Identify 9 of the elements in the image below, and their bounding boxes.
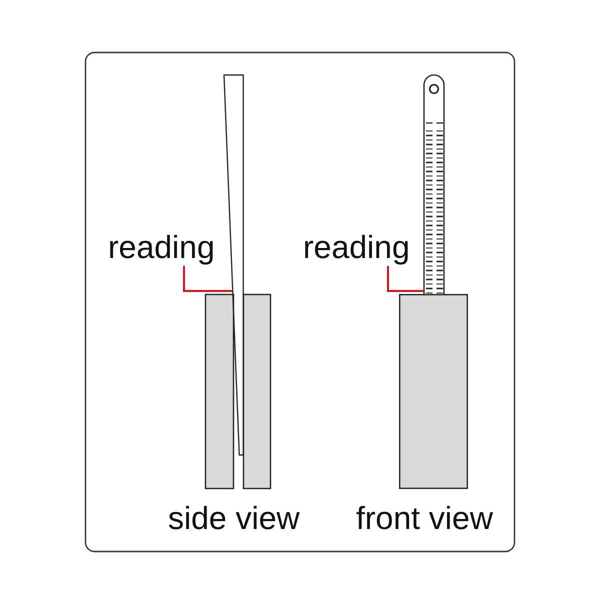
callout-text: reading [303, 231, 410, 263]
callout-text: reading [108, 231, 215, 263]
feeler-gauge [223, 74, 245, 456]
gauge-block [399, 294, 468, 489]
leader-line [183, 266, 233, 292]
view-caption: side view [168, 502, 300, 534]
feeler-gauge [423, 74, 445, 295]
view-caption: front view [356, 502, 493, 534]
leader-line [387, 266, 424, 292]
